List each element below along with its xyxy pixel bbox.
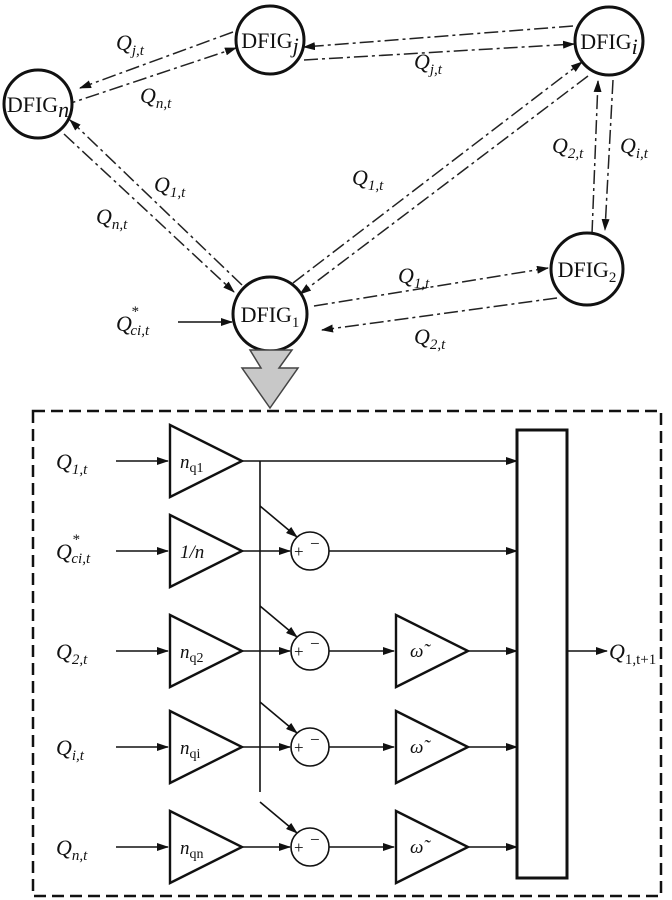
- svg-text:Qn,t: Qn,t: [140, 83, 172, 112]
- gain-block-4: [168, 709, 245, 785]
- output-adder: [515, 428, 569, 880]
- bus-branch-2: [259, 505, 298, 538]
- bus-branch-4: [259, 701, 298, 734]
- plus-sign-4: +: [294, 738, 304, 757]
- svg-text:Qn,t: Qn,t: [96, 204, 128, 233]
- svg-text:Q1,t: Q1,t: [352, 165, 384, 194]
- minus-sign-5: −: [310, 830, 320, 849]
- block-diagram-rows: Q1,tnq1+Q*ci,t1/n+−+Q2,tnq2+−ω̃+Qi,tnqi+…: [56, 423, 538, 885]
- gain-block-3: [168, 613, 245, 689]
- gain-block-5: [168, 809, 245, 885]
- omega-gain-block-4: [394, 709, 471, 785]
- svg-text:DFIGj: DFIGj: [241, 28, 298, 58]
- omega-gain-block-3: [394, 613, 471, 689]
- gain-label-2: 1/n: [180, 542, 204, 563]
- gain-label-1: nq1: [180, 452, 204, 476]
- svg-text:Q2,t: Q2,t: [552, 133, 584, 162]
- minus-sign-2: −: [310, 534, 320, 553]
- plus-sign-3: +: [294, 642, 304, 661]
- minus-sign-3: −: [310, 634, 320, 653]
- gain-block-2: [168, 513, 245, 589]
- output-label: Q1,t+1: [609, 639, 656, 668]
- node-dfig-1: DFIG1: [231, 275, 309, 353]
- edge-labels: Qj,t Qn,t Qj,t Q1,t Qn,t Q1,t Q2,t Qi,t …: [96, 30, 649, 353]
- svg-text:Q1,t: Q1,t: [154, 172, 186, 201]
- gain-block-1: [168, 423, 245, 499]
- svg-text:Qj,t: Qj,t: [116, 30, 145, 59]
- svg-text:DFIGi: DFIGi: [580, 29, 637, 59]
- svg-text:Qi,t: Qi,t: [620, 133, 649, 162]
- svg-text:Q1,t: Q1,t: [398, 263, 430, 292]
- node-dfig-i: DFIGi: [573, 5, 645, 77]
- ref-input-label: Q*ci,t: [116, 304, 150, 339]
- gain-label-3: nq2: [180, 642, 204, 666]
- plus-sign-2: +: [294, 542, 304, 561]
- plus-sign-5: +: [294, 838, 304, 857]
- input-label-3: Q2,t: [56, 639, 88, 668]
- svg-text:DFIG1: DFIG1: [241, 302, 300, 331]
- gain-label-4: nqi: [180, 738, 201, 762]
- bus-branch-5: [259, 801, 298, 834]
- svg-text:DFIG2: DFIG2: [558, 257, 617, 286]
- node-dfig-j: DFIGj: [234, 4, 306, 76]
- gain-label-5: nqn: [180, 838, 204, 862]
- node-dfig-2: DFIG2: [549, 231, 625, 307]
- node-dfig-n: DFIGn: [2, 68, 74, 140]
- input-label-1: Q1,t: [56, 449, 88, 478]
- communication-links: [61, 25, 614, 333]
- input-label-4: Qi,t: [56, 735, 85, 764]
- input-label-5: Qn,t: [56, 835, 88, 864]
- svg-text:Qj,t: Qj,t: [414, 49, 443, 78]
- omega-gain-block-5: [394, 809, 471, 885]
- bus-branch-3: [259, 605, 298, 638]
- minus-sign-4: −: [310, 730, 320, 749]
- svg-text:Q2,t: Q2,t: [414, 324, 446, 353]
- svg-text:DFIGn: DFIGn: [7, 92, 69, 122]
- input-label-2: Q*ci,t: [56, 532, 91, 567]
- expand-arrow: [240, 349, 300, 410]
- block-diagram-frame: [31, 409, 663, 898]
